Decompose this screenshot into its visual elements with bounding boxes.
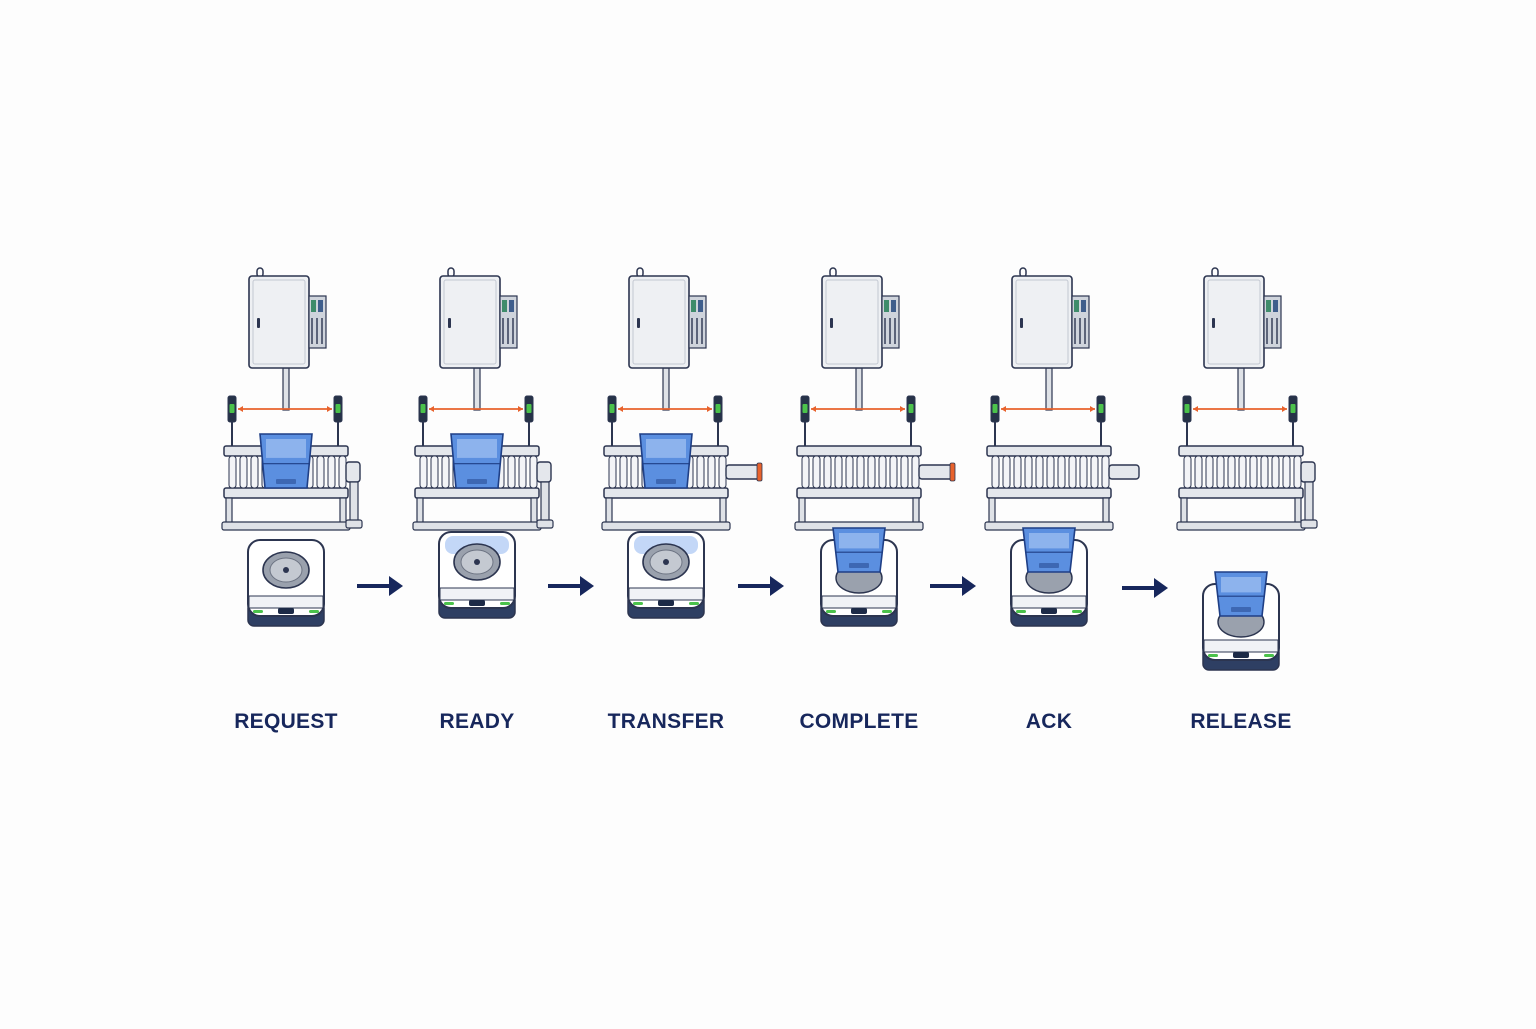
mobile-robot-icon — [438, 531, 516, 619]
step-label-release: RELEASE — [1190, 710, 1292, 733]
step-release — [1176, 267, 1318, 671]
light-curtain-icon — [990, 395, 1106, 450]
roller-conveyor-icon — [794, 445, 924, 531]
arrow-right-icon — [1122, 578, 1168, 598]
roller-conveyor-icon — [601, 445, 731, 531]
pusher-actuator-icon — [918, 462, 956, 482]
step-ready — [412, 267, 554, 619]
mobile-robot-icon — [1202, 571, 1280, 671]
pusher-actuator-icon — [1300, 461, 1318, 529]
tote-icon — [259, 433, 313, 489]
arrow-right-icon — [738, 576, 784, 596]
pusher-actuator-icon — [725, 462, 763, 482]
roller-conveyor-icon — [984, 445, 1114, 531]
mobile-robot-icon — [247, 539, 325, 627]
pusher-actuator-icon — [1108, 464, 1140, 480]
tote-icon — [450, 433, 504, 489]
arrow-right-icon — [357, 576, 403, 596]
tote-icon — [832, 527, 886, 573]
control-cabinet-icon — [248, 267, 327, 411]
control-cabinet-icon — [439, 267, 518, 411]
step-transfer — [601, 267, 763, 619]
step-label-complete: COMPLETE — [799, 710, 919, 733]
step-label-ready: READY — [439, 710, 515, 733]
arrow-right-icon — [930, 576, 976, 596]
step-label-request: REQUEST — [234, 710, 338, 733]
mobile-robot-icon — [1010, 527, 1088, 627]
light-curtain-icon — [1182, 395, 1298, 450]
tote-icon — [639, 433, 693, 489]
step-label-transfer: TRANSFER — [607, 710, 725, 733]
control-cabinet-icon — [628, 267, 707, 411]
control-cabinet-icon — [821, 267, 900, 411]
tote-icon — [1214, 571, 1268, 617]
arrow-right-icon — [548, 576, 594, 596]
control-cabinet-icon — [1203, 267, 1282, 411]
pusher-actuator-icon — [536, 461, 554, 529]
control-cabinet-icon — [1011, 267, 1090, 411]
tote-icon — [1022, 527, 1076, 573]
pusher-actuator-icon — [345, 461, 363, 529]
step-ack — [984, 267, 1140, 627]
step-complete — [794, 267, 956, 627]
mobile-robot-icon — [820, 527, 898, 627]
light-curtain-icon — [607, 395, 723, 450]
mobile-robot-icon — [627, 531, 705, 619]
roller-conveyor-icon — [1176, 445, 1306, 531]
step-label-ack: ACK — [1025, 710, 1073, 733]
step-request — [221, 267, 363, 627]
